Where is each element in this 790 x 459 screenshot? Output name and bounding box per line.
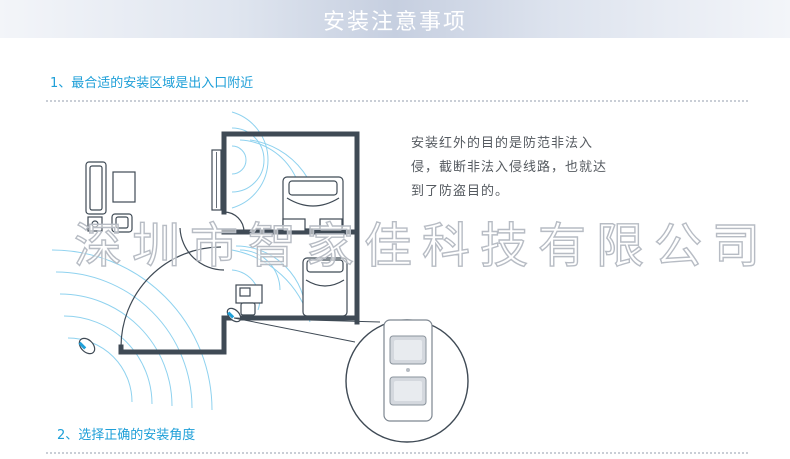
callout-line-bottom xyxy=(233,317,356,343)
description-text: 安装红外的目的是防范非法入 侵，截断非法入侵线路，也就达 到了防盗目的。 xyxy=(411,132,641,204)
header-bar: 安装注意事项 xyxy=(0,0,790,38)
section-heading-1: 1、最合适的安装区域是出入口附近 xyxy=(50,76,254,91)
coffee-table xyxy=(112,171,136,203)
armchair xyxy=(111,213,133,233)
double-bed xyxy=(282,176,344,232)
section-heading-2: 2、选择正确的安装角度 xyxy=(57,428,196,443)
pir-sensor-closeup xyxy=(383,319,433,422)
description-line-2: 侵，截断非法入侵线路，也就达 xyxy=(411,160,608,175)
chair xyxy=(240,302,256,316)
divider-1 xyxy=(46,100,748,102)
walls xyxy=(118,131,360,355)
divider-2 xyxy=(46,452,748,454)
page-title: 安装注意事项 xyxy=(322,10,467,35)
callout-line-top xyxy=(233,317,381,323)
description-line-3: 到了防盗目的。 xyxy=(411,184,510,199)
desk xyxy=(235,284,263,304)
door-swings xyxy=(120,211,245,348)
single-bed xyxy=(302,257,348,317)
sofa xyxy=(85,161,107,215)
pir-sensor-entrance xyxy=(78,337,96,355)
entrance-signal-waves xyxy=(51,249,213,411)
side-cabinet xyxy=(87,216,103,232)
description-line-1: 安装红外的目的是防范非法入 xyxy=(411,136,594,151)
